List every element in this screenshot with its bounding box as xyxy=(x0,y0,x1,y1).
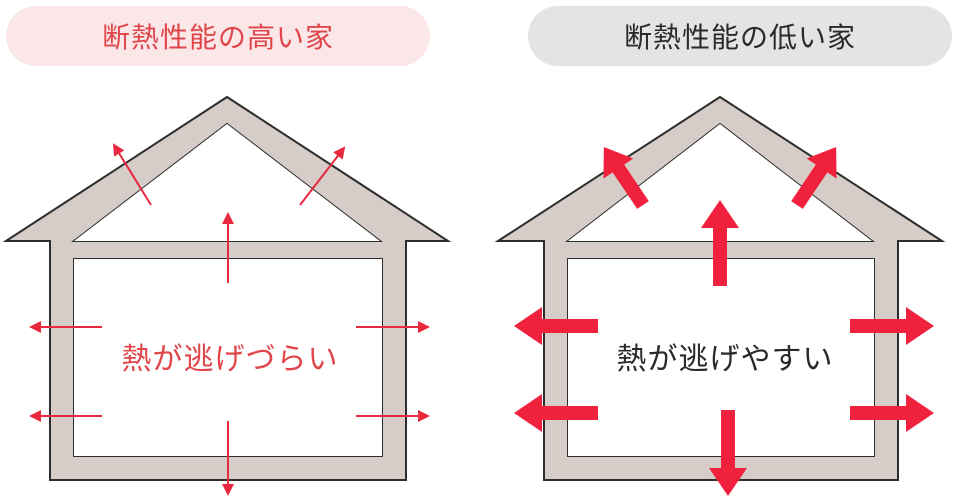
heat-arrows-left xyxy=(29,143,430,496)
heat-arrow-right-right-upper xyxy=(850,307,934,345)
high-insulation-title: 断熱性能の高い家 xyxy=(101,21,334,54)
house-right xyxy=(494,95,946,481)
heat-arrow-right-up xyxy=(701,200,739,286)
house-right-attic xyxy=(568,124,872,241)
low-insulation-title: 断熱性能の低い家 xyxy=(623,21,856,54)
heat-arrow-right-roof-left xyxy=(603,146,649,209)
heat-arrow-right-left-lower xyxy=(514,394,598,432)
heat-arrow-right-right-lower xyxy=(850,394,934,432)
house-left-attic xyxy=(74,124,380,241)
low-insulation-title-pill: 断熱性能の低い家 xyxy=(528,6,952,66)
heat-arrow-right-down xyxy=(709,410,747,496)
heat-arrow-right-roof-right xyxy=(791,146,837,209)
heat-arrow-left-roof-left xyxy=(112,143,152,206)
high-insulation-title-pill: 断熱性能の高い家 xyxy=(6,6,430,66)
heat-arrow-left-roof-right xyxy=(299,146,346,206)
high-insulation-caption: 熱が逃げづらい xyxy=(121,342,339,377)
heat-arrow-right-left-upper xyxy=(514,307,598,345)
heat-arrows-right xyxy=(514,146,934,496)
low-insulation-caption: 熱が逃げやすい xyxy=(616,342,834,377)
